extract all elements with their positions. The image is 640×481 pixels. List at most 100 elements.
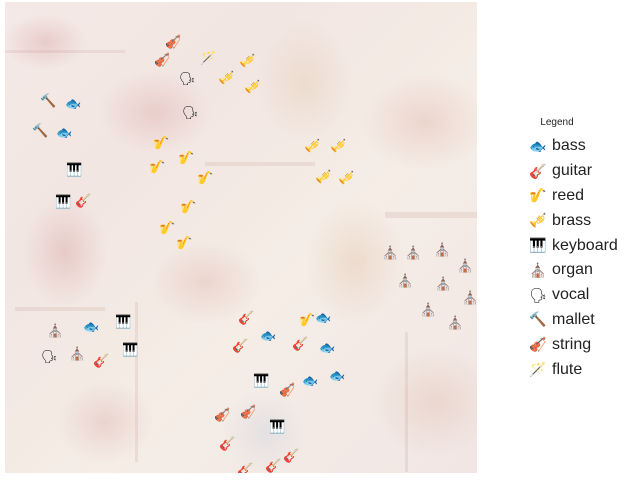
brass-marker: 🎺 <box>218 70 235 85</box>
keyboard-marker: 🎹 <box>253 373 270 388</box>
legend-item-keyboard: 🎹 keyboard <box>528 233 640 258</box>
organ-marker: ⛪ <box>434 242 451 257</box>
organ-marker: ⛪ <box>405 245 422 260</box>
hammer-icon: 🔨 <box>529 311 547 328</box>
bass-marker: 🐟 <box>329 368 346 383</box>
reed-marker: 🎷 <box>178 150 195 165</box>
string-marker: 🎻 <box>165 34 182 49</box>
background-decoration <box>135 302 138 462</box>
keyboard-marker: 🎹 <box>269 419 286 434</box>
legend: Legend 🐟 bass 🎸 guitar 🎷 reed 🎺 brass 🎹 keybo… <box>528 112 640 382</box>
guitar-icon: 🎸 <box>529 162 547 179</box>
organ-marker: ⛪ <box>382 245 399 260</box>
violin-icon: 🎻 <box>529 336 547 353</box>
legend-item-mallet: 🔨 mallet <box>528 308 640 333</box>
legend-item-guitar: 🎸 guitar <box>528 159 640 184</box>
speaking-head-icon: 🗣 <box>529 286 547 303</box>
guitar-marker: 🎸 <box>283 448 300 463</box>
reed-marker: 🎷 <box>180 199 197 214</box>
guitar-marker: 🎸 <box>238 310 255 325</box>
saxophone-icon: 🎷 <box>529 187 547 204</box>
guitar-marker: 🎸 <box>237 462 254 473</box>
background-decoration <box>5 50 125 53</box>
legend-label: reed <box>552 186 585 204</box>
guitar-marker: 🎸 <box>232 338 249 353</box>
legend-label: guitar <box>552 162 593 180</box>
legend-item-string: 🎻 string <box>528 332 640 357</box>
mallet-marker: 🔨 <box>32 123 49 138</box>
reed-marker: 🎷 <box>153 135 170 150</box>
organ-marker: ⛪ <box>462 290 477 305</box>
vocal-marker: 🗣 <box>41 349 58 364</box>
brass-marker: 🎺 <box>315 169 332 184</box>
mallet-marker: 🔨 <box>40 93 57 108</box>
vocal-marker: 🗣 <box>179 71 196 86</box>
keyboard-icon: 🎹 <box>529 237 547 254</box>
trumpet-icon: 🎺 <box>529 212 547 229</box>
brass-marker: 🎺 <box>338 170 355 185</box>
legend-title: Legend <box>540 117 574 128</box>
bass-marker: 🐟 <box>65 96 82 111</box>
organ-marker: ⛪ <box>47 323 64 338</box>
organ-marker: ⛪ <box>447 315 464 330</box>
legend-label: brass <box>552 211 592 229</box>
bass-marker: 🐟 <box>56 125 73 140</box>
background-decoration <box>205 162 315 166</box>
legend-label: bass <box>552 137 586 155</box>
background-decoration <box>385 212 477 218</box>
legend-label: string <box>552 335 592 353</box>
reed-marker: 🎷 <box>197 170 214 185</box>
bass-marker: 🐟 <box>83 319 100 334</box>
bass-marker: 🐟 <box>260 328 277 343</box>
church-icon: ⛪ <box>529 261 547 278</box>
organ-marker: ⛪ <box>69 346 86 361</box>
organ-marker: ⛪ <box>397 273 414 288</box>
organ-marker: ⛪ <box>457 258 474 273</box>
brass-marker: 🎺 <box>304 138 321 153</box>
brass-marker: 🎺 <box>244 79 261 94</box>
legend-label: flute <box>552 360 583 378</box>
background-decoration <box>405 332 408 472</box>
string-marker: 🎻 <box>240 404 257 419</box>
brass-marker: 🎺 <box>239 53 256 68</box>
guitar-marker: 🎸 <box>219 436 236 451</box>
background-decoration <box>15 307 105 311</box>
keyboard-marker: 🎹 <box>55 194 72 209</box>
guitar-marker: 🎸 <box>265 458 282 473</box>
flute-marker: 🪄 <box>200 50 217 65</box>
bass-marker: 🐟 <box>315 310 332 325</box>
bass-marker: 🐟 <box>319 340 336 355</box>
vocal-marker: 🗣 <box>182 105 199 120</box>
string-marker: 🎻 <box>279 382 296 397</box>
wand-icon: 🪄 <box>529 361 547 378</box>
legend-label: organ <box>552 261 593 279</box>
plot-area: 🐟🐟🐟🐟🐟🐟🐟🐟🎸🎸🎸🎸🎸🎸🎸🎸🎸🎷🎷🎷🎷🎷🎷🎷🎷🎺🎺🎺🎺🎺🎺🎺🎹🎹🎹🎹🎹🎹⛪⛪… <box>5 2 477 473</box>
legend-item-organ: ⛪ organ <box>528 258 640 283</box>
reed-marker: 🎷 <box>149 159 166 174</box>
brass-marker: 🎺 <box>330 138 347 153</box>
legend-label: mallet <box>552 310 595 328</box>
legend-item-reed: 🎷 reed <box>528 184 640 209</box>
legend-item-flute: 🪄 flute <box>528 357 640 382</box>
string-marker: 🎻 <box>214 407 231 422</box>
guitar-marker: 🎸 <box>75 193 92 208</box>
legend-label: vocal <box>552 286 590 304</box>
legend-item-brass: 🎺 brass <box>528 208 640 233</box>
reed-marker: 🎷 <box>176 235 193 250</box>
reed-marker: 🎷 <box>299 312 316 327</box>
legend-item-vocal: 🗣 vocal <box>528 283 640 308</box>
keyboard-marker: 🎹 <box>115 314 132 329</box>
bass-marker: 🐟 <box>302 373 319 388</box>
legend-items: 🐟 bass 🎸 guitar 🎷 reed 🎺 brass 🎹 keyboard ⛪ or… <box>528 134 640 382</box>
organ-marker: ⛪ <box>420 302 437 317</box>
organ-marker: ⛪ <box>435 276 452 291</box>
keyboard-marker: 🎹 <box>122 342 139 357</box>
guitar-marker: 🎸 <box>93 353 110 368</box>
guitar-marker: 🎸 <box>292 336 309 351</box>
string-marker: 🎻 <box>154 52 171 67</box>
legend-label: keyboard <box>552 236 618 254</box>
reed-marker: 🎷 <box>159 220 176 235</box>
legend-item-bass: 🐟 bass <box>528 134 640 159</box>
keyboard-marker: 🎹 <box>66 162 83 177</box>
fish-icon: 🐟 <box>529 137 547 154</box>
